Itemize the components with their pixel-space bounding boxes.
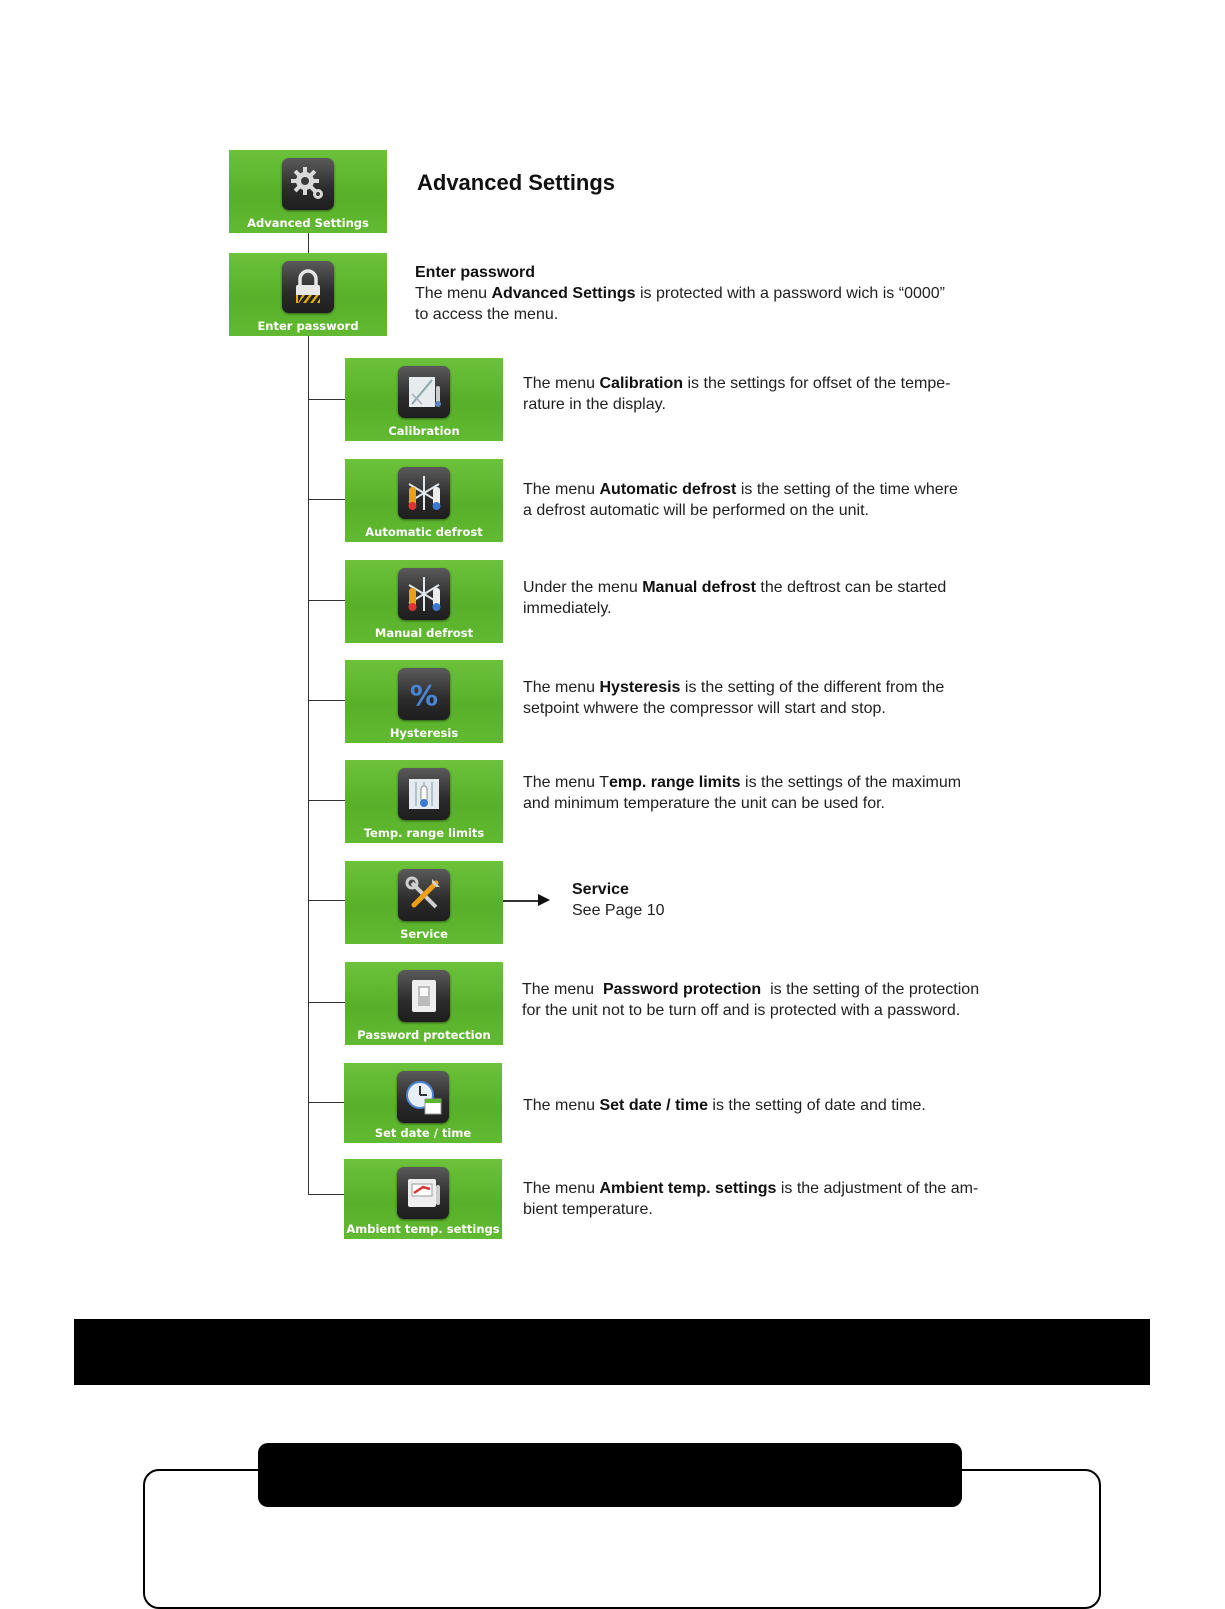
branch-manual-defrost (308, 600, 345, 601)
page-title: Advanced Settings (417, 170, 616, 195)
tile-enter-password[interactable]: Enter password (229, 253, 387, 336)
svg-text:%: % (410, 679, 438, 712)
tile-hysteresis[interactable]: % Hysteresis (345, 660, 503, 743)
tile-password-protection[interactable]: Password protection (345, 962, 503, 1045)
calibration-description: The menu Calibration is the settings for… (523, 375, 951, 413)
service-heading: Service (572, 881, 629, 898)
tile-ambient-temp-settings[interactable]: Ambient temp. settings (344, 1159, 502, 1239)
tile-label: Password protection (357, 1028, 491, 1042)
password-description: Enter password The menu Advanced Setting… (415, 264, 945, 323)
thermometer-icon (398, 768, 450, 820)
tile-calibration[interactable]: Calibration (345, 358, 503, 441)
connector-vertical-main (308, 336, 309, 1195)
tile-advanced-settings[interactable]: Advanced Settings (229, 150, 387, 233)
tile-set-date-time[interactable]: Set date / time (344, 1063, 502, 1143)
clock-icon (397, 1071, 449, 1123)
tile-label: Temp. range limits (363, 826, 485, 840)
tile-label: Advanced Settings (247, 216, 369, 230)
branch-temp-range (308, 800, 345, 801)
tile-label: Service (400, 927, 448, 941)
service-page-link[interactable]: See Page 10 (572, 902, 665, 919)
password-heading: Enter password (415, 264, 536, 281)
tile-automatic-defrost[interactable]: Automatic defrost (345, 459, 503, 542)
branch-hysteresis (308, 700, 345, 701)
switch-icon (398, 970, 450, 1022)
tile-label: Manual defrost (374, 626, 474, 640)
branch-pw-protection (308, 1002, 345, 1003)
tile-temp-range-limits[interactable]: Temp. range limits (345, 760, 503, 843)
calibration-icon (398, 366, 450, 418)
service-description: Service See Page 10 (572, 879, 665, 921)
tile-label: Set date / time (374, 1126, 472, 1140)
gear-icon (282, 158, 334, 210)
arrow-head-icon (538, 894, 550, 906)
pw-protection-description: The menu Password protection is the sett… (522, 981, 980, 1019)
hysteresis-description: The menu Hysteresis is the setting of th… (523, 679, 945, 717)
branch-ambient (308, 1194, 345, 1195)
percent-icon: % (398, 668, 450, 720)
branch-auto-defrost (308, 499, 345, 500)
temp-range-description: The menu Temp. range limits is the setti… (523, 774, 962, 812)
tile-manual-defrost[interactable]: Manual defrost (345, 560, 503, 643)
tile-label: Hysteresis (389, 726, 459, 740)
manual-defrost-description: Under the menu Manual defrost the deftro… (523, 579, 947, 617)
tile-service[interactable]: Service (345, 861, 503, 944)
branch-date-time (308, 1102, 345, 1103)
defrost-icon (398, 467, 450, 519)
date-time-description: The menu Set date / time is the setting … (523, 1097, 926, 1114)
tools-icon (398, 869, 450, 921)
connector-vertical-top (308, 232, 309, 254)
service-arrow-line (503, 900, 541, 902)
branch-service (308, 900, 345, 901)
gauge-icon (397, 1167, 449, 1219)
ambient-description: The menu Ambient temp. settings is the a… (523, 1180, 979, 1218)
tile-label: Calibration (388, 424, 460, 438)
branch-calibration (308, 399, 345, 400)
bottom-frame-tab (258, 1443, 962, 1507)
lock-icon (282, 261, 334, 313)
tile-label: Automatic defrost (365, 525, 483, 539)
footer-black-bar (74, 1319, 1150, 1385)
defrost-icon (398, 568, 450, 620)
auto-defrost-description: The menu Automatic defrost is the settin… (523, 481, 958, 519)
tile-label: Ambient temp. settings (346, 1222, 500, 1236)
tile-label: Enter password (257, 319, 359, 333)
